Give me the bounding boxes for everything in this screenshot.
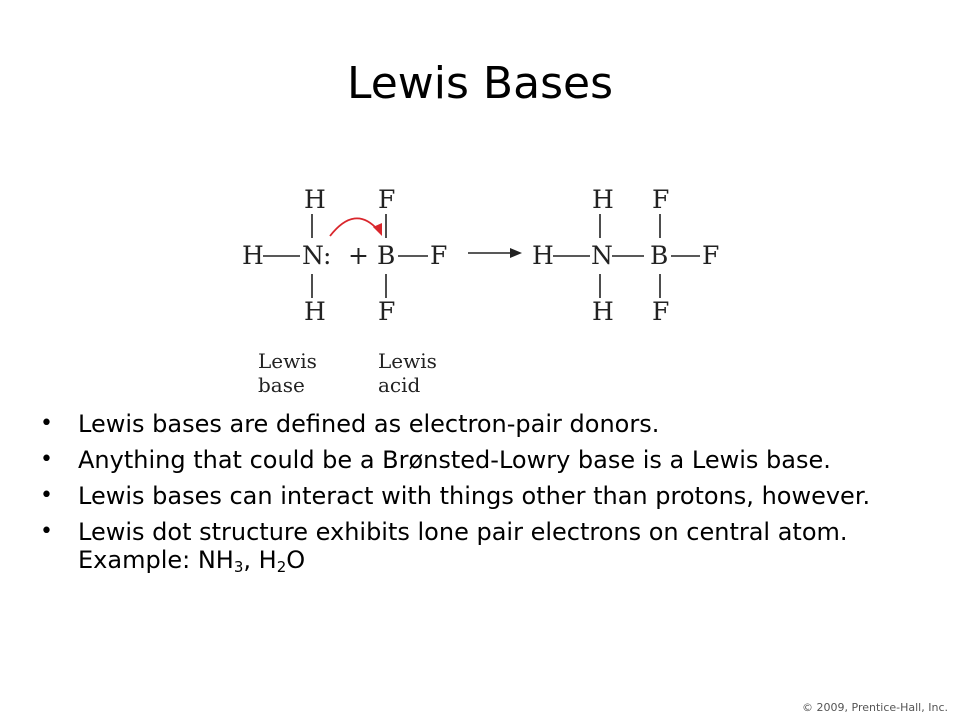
product-n-bottom-h: H <box>592 297 614 326</box>
product-b-bottom-f: F <box>652 297 669 326</box>
borane-center-b: B <box>377 241 395 270</box>
borane-right-f: F <box>430 241 447 270</box>
bullet-list: • Lewis bases are defined as electron-pa… <box>40 410 920 582</box>
amine-bottom-h: H <box>304 297 326 326</box>
subscript-nh3: 3 <box>233 558 244 576</box>
bullet-text: Lewis bases can interact with things oth… <box>78 482 871 510</box>
electron-pair-arrowhead <box>373 223 382 236</box>
lewis-base-reaction-diagram: H H N : H + F B F F H H N H F B F F Lewi… <box>242 185 719 397</box>
bullet-dot: • <box>40 411 53 436</box>
caption-lewis-acid-line2: acid <box>378 373 421 397</box>
caption-lewis-base-line1: Lewis <box>258 349 317 373</box>
product-left-h: H <box>532 241 554 270</box>
bullet-text: Anything that could be a Brønsted-Lowry … <box>78 446 831 474</box>
bullet-dot: • <box>40 519 53 544</box>
product-center-n: N <box>591 241 613 270</box>
product-center-b: B <box>650 241 668 270</box>
borane-bottom-f: F <box>378 297 395 326</box>
electron-pair-arrow <box>329 217 379 237</box>
product-b-right-f: F <box>702 241 719 270</box>
subscript-h2o: 2 <box>276 558 287 576</box>
bullet-item: • Lewis bases can interact with things o… <box>40 482 920 510</box>
bullet-text-suffix: O <box>286 546 306 574</box>
bullet-text-mid: , H <box>243 546 277 574</box>
bullet-item: • Lewis dot structure exhibits lone pair… <box>40 518 920 576</box>
bullet-dot: • <box>40 483 53 508</box>
bullet-text: Lewis dot structure exhibits lone pair e… <box>78 518 848 576</box>
borane-top-f: F <box>378 185 395 214</box>
reaction-arrowhead <box>510 248 522 258</box>
bullet-dot: • <box>40 447 53 472</box>
slide-title: Lewis Bases <box>347 58 613 109</box>
bullet-item: • Anything that could be a Brønsted-Lowr… <box>40 446 920 474</box>
caption-lewis-base-line2: base <box>258 373 305 397</box>
bullet-text-prefix: Lewis dot structure exhibits lone pair e… <box>78 518 848 574</box>
product-n-top-h: H <box>592 185 614 214</box>
amine-left-h: H <box>242 241 264 270</box>
amine-lone-pair: : <box>323 241 331 270</box>
copyright-notice: © 2009, Prentice-Hall, Inc. <box>802 701 948 714</box>
amine-top-h: H <box>304 185 326 214</box>
caption-lewis-acid-line1: Lewis <box>378 349 437 373</box>
bullet-text: Lewis bases are defined as electron-pair… <box>78 410 660 438</box>
bullet-item: • Lewis bases are defined as electron-pa… <box>40 410 920 438</box>
plus-sign: + <box>348 241 369 270</box>
amine-center-n: N <box>302 241 324 270</box>
product-b-top-f: F <box>652 185 669 214</box>
